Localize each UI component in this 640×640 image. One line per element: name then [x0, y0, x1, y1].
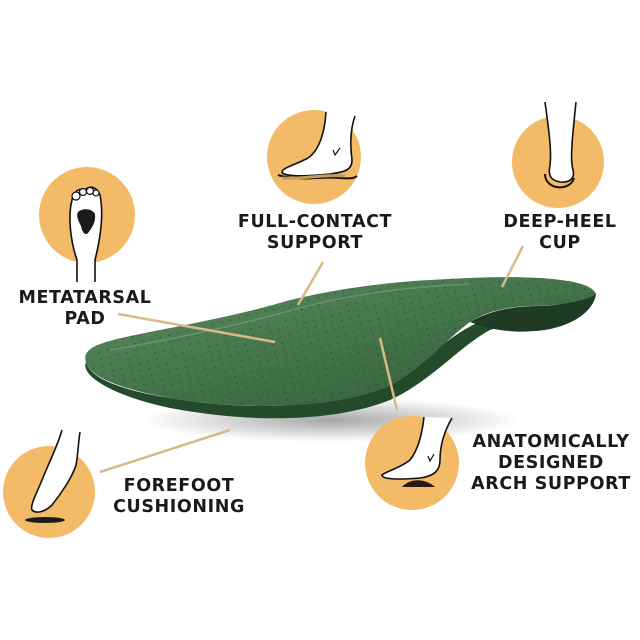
- leader-line-forefoot: [99, 428, 231, 474]
- label-line-1: METATARSAL: [18, 288, 152, 308]
- leader-line-metatarsal: [117, 312, 276, 344]
- label-line-1: DEEP-HEEL: [503, 212, 617, 232]
- metatarsal-pad-label: METATARSAL PAD: [5, 288, 165, 330]
- label-line-2: CUP: [539, 233, 581, 253]
- leader-line-arch: [378, 337, 399, 411]
- insole-highlight: [109, 283, 471, 351]
- arch-support-label: ANATOMICALLY DESIGNED ARCH SUPPORT: [460, 432, 640, 495]
- insole-heel-cup: [470, 294, 596, 332]
- deep-heel-cup-label: DEEP-HEEL CUP: [488, 212, 632, 254]
- label-line-1: FOREFOOT: [123, 476, 235, 496]
- label-line-2: PAD: [64, 309, 106, 329]
- label-line-1: FULL-CONTACT: [237, 212, 393, 232]
- leader-line-heel-cup: [500, 245, 525, 288]
- label-line-2: CUSHIONING: [113, 497, 245, 517]
- label-line-3: ARCH SUPPORT: [471, 474, 631, 494]
- forefoot-cushioning-label: FOREFOOT CUSHIONING: [104, 476, 254, 518]
- insole-perforation-pattern: [85, 277, 596, 407]
- full-contact-support-label: FULL-CONTACT SUPPORT: [225, 212, 405, 254]
- label-line-2: DESIGNED: [498, 453, 604, 473]
- leader-line-full-contact: [296, 261, 325, 306]
- label-line-1: ANATOMICALLY: [472, 432, 630, 452]
- label-line-2: SUPPORT: [266, 233, 364, 253]
